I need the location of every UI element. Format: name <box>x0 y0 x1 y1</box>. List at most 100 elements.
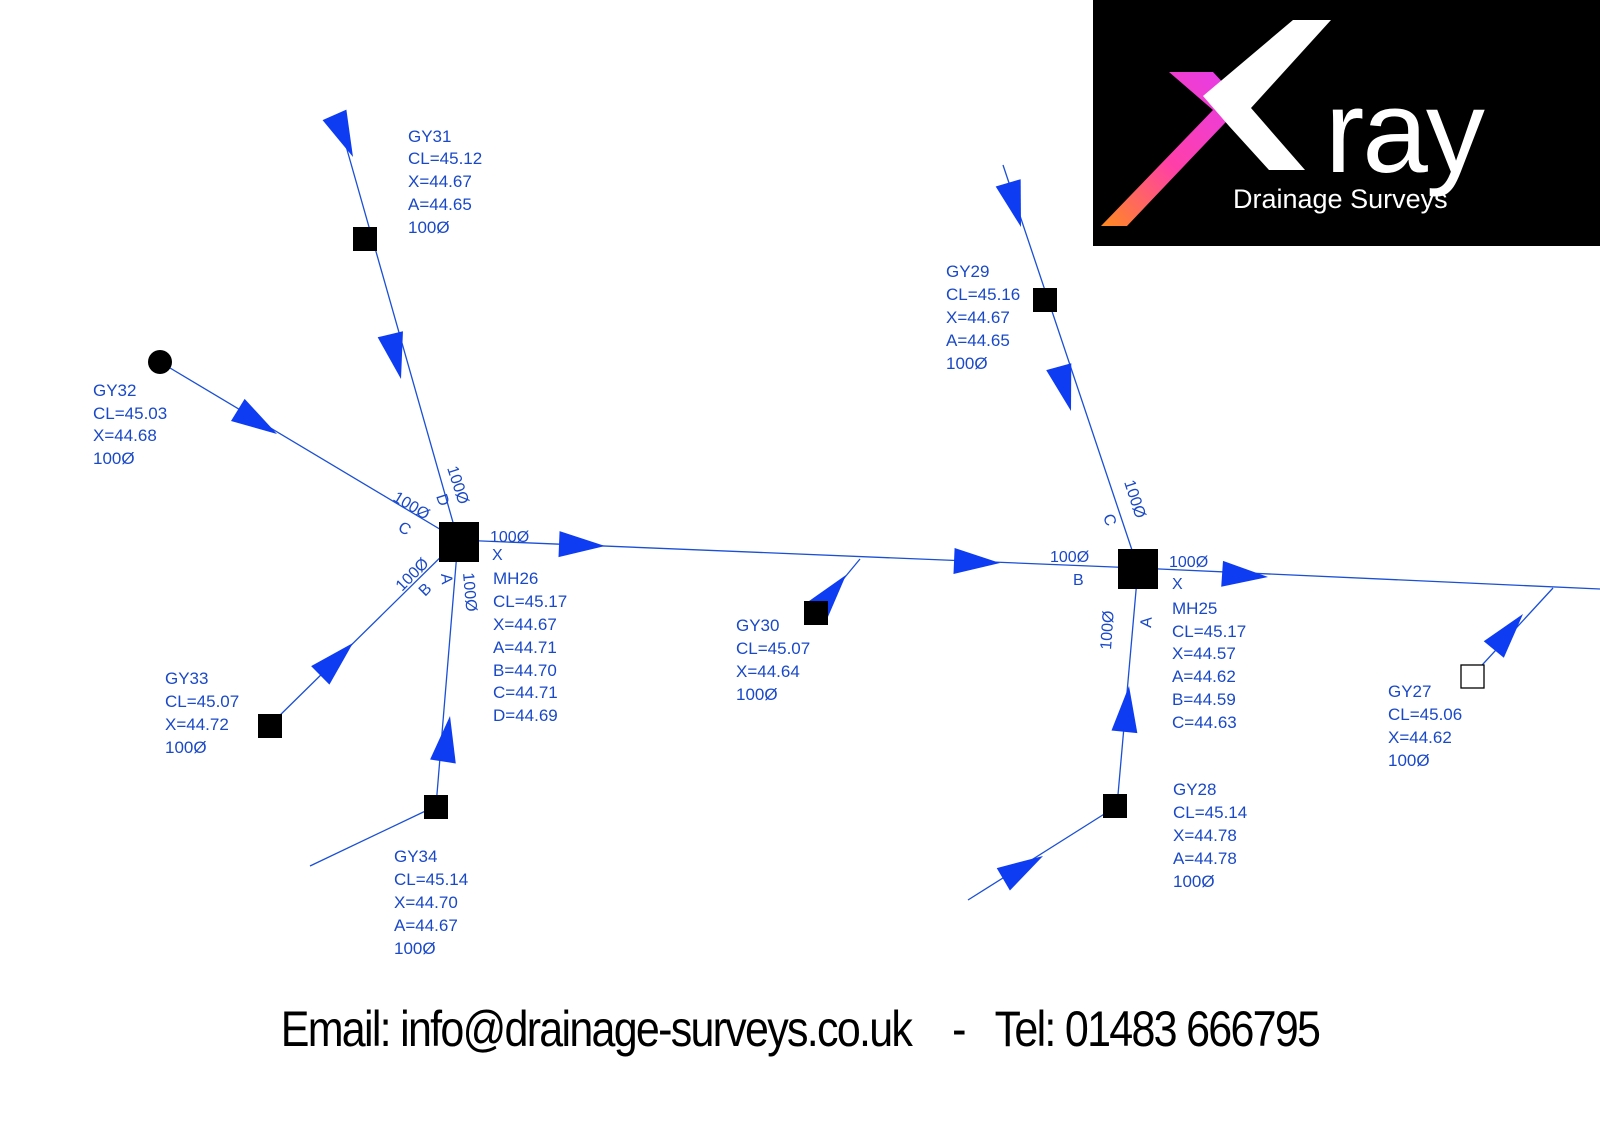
label-gy31: GY31 CL=45.12 X=44.67 A=44.65 100Ø <box>408 127 487 237</box>
label-mh26-line: B=44.70 <box>493 661 557 680</box>
label-gy27-line: 100Ø <box>1388 751 1430 770</box>
pipe-label-mh26-x-letter: X <box>492 547 503 564</box>
label-gy27: GY27 CL=45.06 X=44.62 100Ø <box>1388 682 1467 770</box>
label-gy27-line: GY27 <box>1388 682 1431 701</box>
logo-tagline: Drainage Surveys <box>1233 184 1448 214</box>
node-labels: GY31 CL=45.12 X=44.67 A=44.65 100Ø GY32 … <box>93 127 1467 958</box>
logo-x-white-stroke <box>1203 20 1331 170</box>
flow-arrow-mh26-outlet <box>558 531 605 558</box>
label-mh26-line: C=44.71 <box>493 683 558 702</box>
label-gy29-line: GY29 <box>946 262 989 281</box>
label-gy34-line: 100Ø <box>394 939 436 958</box>
label-gy33-line: 100Ø <box>165 738 207 757</box>
label-gy31-line: X=44.67 <box>408 172 472 191</box>
manhole-mh26-square <box>439 522 479 562</box>
company-logo: ray Drainage Surveys <box>1093 0 1600 246</box>
label-gy27-line: CL=45.06 <box>1388 705 1462 724</box>
label-gy30-line: 100Ø <box>736 685 778 704</box>
pipe-label-mh25-b-size: 100Ø <box>1050 549 1089 566</box>
flow-arrow-gy29-lower <box>1046 363 1072 411</box>
label-mh25-line: B=44.59 <box>1172 690 1236 709</box>
label-gy28-line: X=44.78 <box>1173 826 1237 845</box>
label-gy33: GY33 CL=45.07 X=44.72 100Ø <box>165 669 244 757</box>
label-gy31-line: GY31 <box>408 127 451 146</box>
flow-arrow-gy32 <box>231 398 277 434</box>
label-gy34: GY34 CL=45.14 X=44.70 A=44.67 100Ø <box>394 847 473 958</box>
label-gy29-line: 100Ø <box>946 354 988 373</box>
pipe-label-mh26-d-letter: D <box>432 492 452 508</box>
pipe-label-mh26-b-letter: B <box>416 580 436 600</box>
gully-gy34-square <box>424 795 448 819</box>
structures <box>148 227 1485 819</box>
label-gy32-line: 100Ø <box>93 449 135 468</box>
label-mh26-line: X=44.67 <box>493 615 557 634</box>
pipe-label-mh26-a-letter: A <box>437 573 455 585</box>
pipe-label-mh26-x-size: 100Ø <box>490 529 529 546</box>
pipe-label-mh25-x-size: 100Ø <box>1169 554 1208 571</box>
label-mh26-line: A=44.71 <box>493 638 557 657</box>
label-gy28-line: A=44.78 <box>1173 849 1237 868</box>
flow-arrow-gy29-upper <box>995 179 1021 227</box>
label-gy32: GY32 CL=45.03 X=44.68 100Ø <box>93 381 172 468</box>
label-gy31-line: A=44.65 <box>408 195 472 214</box>
flow-arrow-gy31-lower <box>377 331 403 379</box>
label-gy29-line: CL=45.16 <box>946 285 1020 304</box>
pipe-gy33-mh26 <box>269 539 459 726</box>
label-gy28-line: 100Ø <box>1173 872 1215 891</box>
gully-gy27-square <box>1460 664 1485 689</box>
gully-gy33-square <box>258 714 282 738</box>
flow-arrow-gy33 <box>311 643 353 685</box>
label-gy28-line: CL=45.14 <box>1173 803 1247 822</box>
gully-gy28-square <box>1103 794 1127 818</box>
label-mh26: MH26 CL=45.17 X=44.67 A=44.71 B=44.70 C=… <box>493 569 572 725</box>
label-mh25-line: A=44.62 <box>1172 667 1236 686</box>
flow-arrow-mh25-outlet <box>1221 560 1268 587</box>
label-gy32-line: GY32 <box>93 381 136 400</box>
pipe-label-mh25-c-letter: C <box>1099 512 1119 528</box>
pipe-label-mh26-c-size: 100Ø <box>390 489 432 524</box>
label-gy34-line: CL=45.14 <box>394 870 468 889</box>
pipe-label-mh25-a-size: 100Ø <box>1098 610 1118 650</box>
label-gy27-line: X=44.62 <box>1388 728 1452 747</box>
pipe-gy28-mh25-vertical <box>1116 567 1139 807</box>
label-gy32-line: X=44.68 <box>93 426 157 445</box>
label-gy29-line: X=44.67 <box>946 308 1010 327</box>
label-gy34-line: A=44.67 <box>394 916 458 935</box>
gully-gy31-square <box>353 227 377 251</box>
pipe-mh25-outfall <box>1137 567 1600 590</box>
label-gy32-line: CL=45.03 <box>93 404 167 423</box>
label-mh26-line: MH26 <box>493 569 538 588</box>
pipe-gy32-mh26 <box>159 361 459 541</box>
pipe-label-mh26-c-letter: C <box>395 519 414 540</box>
label-gy34-line: GY34 <box>394 847 437 866</box>
label-gy33-line: CL=45.07 <box>165 692 239 711</box>
contact-footer: Email: info@drainage-surveys.co.uk - Tel… <box>280 1001 1321 1057</box>
label-gy28: GY28 CL=45.14 X=44.78 A=44.78 100Ø <box>1173 780 1252 891</box>
label-mh26-line: CL=45.17 <box>493 592 567 611</box>
label-gy31-line: 100Ø <box>408 218 450 237</box>
flow-arrow-gy28-upper <box>1111 686 1138 734</box>
pipe-label-mh25-c-size: 100Ø <box>1120 478 1148 520</box>
pipe-label-mh25-b-letter: B <box>1073 572 1084 589</box>
gully-gy32-circle <box>148 350 172 374</box>
label-gy33-line: X=44.72 <box>165 715 229 734</box>
pipe-label-mh25-x-letter: X <box>1172 576 1183 593</box>
label-gy30-line: X=44.64 <box>736 662 800 681</box>
pipe-label-mh26-a-size: 100Ø <box>459 572 479 612</box>
gully-gy30-square <box>804 601 828 625</box>
flow-arrows <box>231 109 1523 891</box>
gully-gy29-square <box>1033 288 1057 312</box>
manhole-mh25-square <box>1118 549 1158 589</box>
label-gy31-line: CL=45.12 <box>408 149 482 168</box>
label-gy33-line: GY33 <box>165 669 208 688</box>
label-gy29-line: A=44.65 <box>946 331 1010 350</box>
xray-logo-mark: ray Drainage Surveys <box>1101 20 1487 226</box>
flow-arrow-gy31-upper <box>322 109 353 157</box>
flow-arrow-gy34 <box>430 716 456 764</box>
label-mh25-line: X=44.57 <box>1172 644 1236 663</box>
label-gy30-line: GY30 <box>736 616 779 635</box>
label-gy28-line: GY28 <box>1173 780 1216 799</box>
pipe-gy34-mh26-vertical <box>435 539 459 807</box>
label-mh25-line: MH25 <box>1172 599 1217 618</box>
